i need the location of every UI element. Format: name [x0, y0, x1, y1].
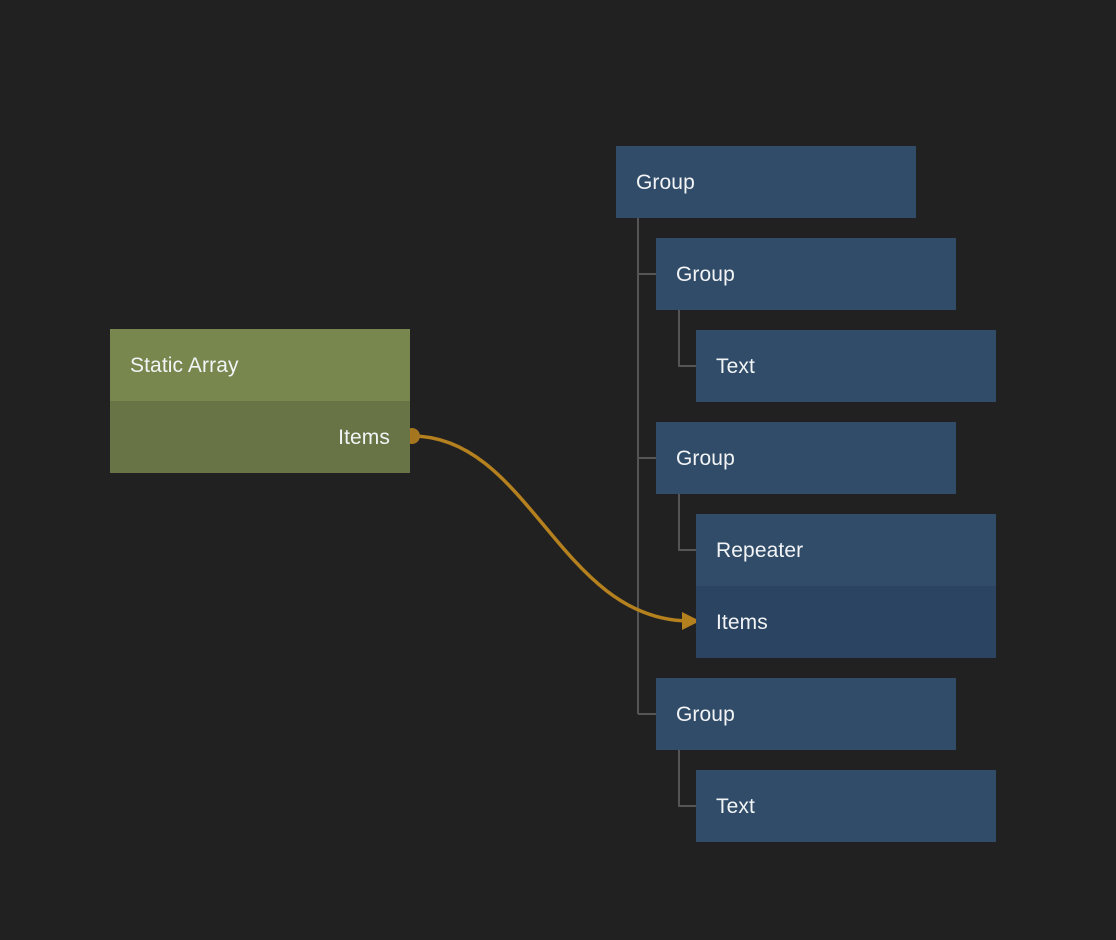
node-text-leaf-1[interactable]: Text	[696, 330, 996, 402]
node-static-array-title: Static Array	[130, 353, 239, 377]
node-text-leaf-1-title: Text	[716, 354, 755, 378]
data-connection-curve	[411, 434, 691, 623]
node-group-branch-1-header[interactable]: Group	[656, 238, 956, 310]
tree-elbow-leaf-2	[678, 494, 696, 551]
node-group-branch-1-title: Group	[676, 262, 735, 286]
node-text-leaf-1-header[interactable]: Text	[696, 330, 996, 402]
node-group-root[interactable]: Group	[616, 146, 916, 218]
node-group-root-title: Group	[636, 170, 695, 194]
tree-elbow-leaf-1	[678, 310, 696, 367]
node-text-leaf-2-title: Text	[716, 794, 755, 818]
node-repeater-header[interactable]: Repeater	[696, 514, 996, 586]
node-group-branch-2-header[interactable]: Group	[656, 422, 956, 494]
node-group-root-header[interactable]: Group	[616, 146, 916, 218]
node-text-leaf-2-header[interactable]: Text	[696, 770, 996, 842]
node-group-branch-2[interactable]: Group	[656, 422, 956, 494]
node-text-leaf-2[interactable]: Text	[696, 770, 996, 842]
node-repeater-slot-label: Items	[716, 610, 768, 634]
node-static-array[interactable]: Static Array Items	[110, 329, 410, 473]
node-static-array-slot-items[interactable]: Items	[110, 401, 410, 473]
node-group-branch-3[interactable]: Group	[656, 678, 956, 750]
node-group-branch-3-header[interactable]: Group	[656, 678, 956, 750]
node-group-branch-2-title: Group	[676, 446, 735, 470]
node-static-array-header[interactable]: Static Array	[110, 329, 410, 401]
node-group-branch-3-title: Group	[676, 702, 735, 726]
node-static-array-slot-label: Items	[338, 425, 390, 449]
node-group-branch-1[interactable]: Group	[656, 238, 956, 310]
tree-elbow-leaf-3	[678, 750, 696, 807]
node-repeater[interactable]: Repeater Items	[696, 514, 996, 658]
node-repeater-title: Repeater	[716, 538, 804, 562]
node-repeater-slot-items[interactable]: Items	[696, 586, 996, 658]
